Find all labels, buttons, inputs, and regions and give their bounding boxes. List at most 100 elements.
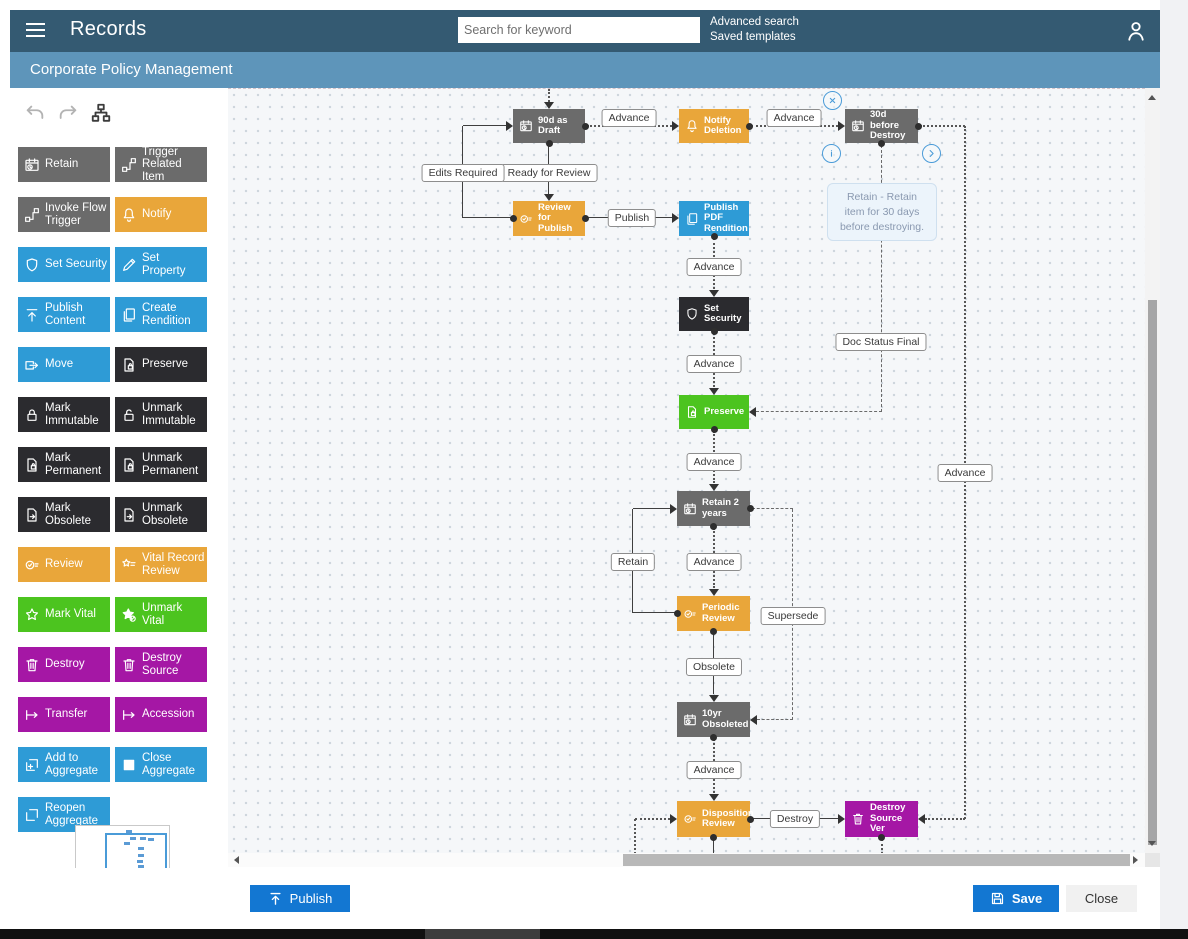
node-30d-before-destroy[interactable]: 30d before Destroy bbox=[845, 109, 918, 143]
port-dot[interactable] bbox=[710, 327, 718, 335]
palette-item-vital-record-review[interactable]: Vital Record Review bbox=[115, 547, 207, 582]
footer: Publish Save Close bbox=[10, 868, 1160, 929]
palette-item-mark-immutable[interactable]: Mark Immutable bbox=[18, 397, 110, 432]
palette-item-trigger-related-item[interactable]: Trigger Related Item bbox=[115, 146, 207, 183]
horizontal-scrollbar[interactable] bbox=[228, 853, 1145, 867]
shield-icon bbox=[24, 257, 40, 273]
horizontal-scroll-thumb[interactable] bbox=[623, 854, 1130, 866]
port-dot[interactable] bbox=[710, 425, 718, 433]
minimap-node-marker bbox=[138, 854, 144, 857]
header-links: Advanced search Saved templates bbox=[710, 15, 799, 45]
palette-item-review[interactable]: Review bbox=[18, 547, 110, 582]
palette-item-close-aggregate[interactable]: Close Aggregate bbox=[115, 747, 207, 782]
scroll-up-arrow[interactable] bbox=[1148, 91, 1156, 100]
node-preserve[interactable]: Preserve bbox=[679, 395, 749, 429]
port-dot[interactable] bbox=[545, 139, 553, 147]
minimap-node-marker bbox=[124, 842, 130, 845]
scroll-right-arrow[interactable] bbox=[1133, 856, 1142, 864]
info-circle-button[interactable] bbox=[822, 144, 841, 163]
palette-item-mark-vital[interactable]: Mark Vital bbox=[18, 597, 110, 632]
node-10yr-obsoleted[interactable]: 10yr Obsoleted bbox=[677, 702, 750, 737]
port-dot[interactable] bbox=[746, 505, 754, 512]
palette-item-unmark-obsolete[interactable]: Unmark Obsolete bbox=[115, 497, 207, 532]
palette-item-destroy[interactable]: Destroy bbox=[18, 647, 110, 682]
palette-item-accession[interactable]: Accession bbox=[115, 697, 207, 732]
port-dot[interactable] bbox=[746, 815, 754, 823]
minimap-node-marker bbox=[140, 837, 146, 840]
scroll-down-arrow[interactable] bbox=[1148, 841, 1156, 850]
palette-item-mark-permanent[interactable]: Mark Permanent bbox=[18, 447, 110, 482]
publish-button[interactable]: Publish bbox=[250, 885, 350, 912]
port-dot[interactable] bbox=[878, 139, 885, 147]
star-off-icon bbox=[121, 607, 137, 623]
review-icon bbox=[24, 557, 40, 573]
node-periodic-review[interactable]: Periodic Review bbox=[677, 596, 750, 631]
minimap-viewport[interactable] bbox=[105, 833, 167, 868]
edge-segment bbox=[752, 508, 793, 509]
edge-arrow bbox=[506, 121, 513, 131]
palette-item-invoke-flow-trigger[interactable]: Invoke Flow Trigger bbox=[18, 197, 110, 232]
port-dot[interactable] bbox=[581, 215, 589, 222]
palette-item-mark-obsolete[interactable]: Mark Obsolete bbox=[18, 497, 110, 532]
palette-item-move[interactable]: Move bbox=[18, 347, 110, 382]
port-dot[interactable] bbox=[878, 833, 885, 841]
port-dot[interactable] bbox=[710, 522, 717, 530]
port-dot[interactable] bbox=[581, 122, 589, 130]
minimap[interactable] bbox=[75, 825, 170, 868]
port-dot[interactable] bbox=[710, 833, 717, 841]
scroll-left-arrow[interactable] bbox=[230, 856, 239, 864]
page-lock-icon bbox=[121, 457, 137, 473]
port-dot[interactable] bbox=[745, 122, 753, 130]
undo-button[interactable] bbox=[24, 102, 46, 124]
port-dot[interactable] bbox=[710, 232, 718, 240]
palette-item-create-rendition[interactable]: Create Rendition bbox=[115, 297, 207, 332]
port-dot[interactable] bbox=[914, 122, 922, 130]
palette-item-unmark-immutable[interactable]: Unmark Immutable bbox=[115, 397, 207, 432]
palette-item-transfer[interactable]: Transfer bbox=[18, 697, 110, 732]
node-notify-deletion[interactable]: Notify Deletion bbox=[679, 109, 749, 143]
palette-item-preserve[interactable]: Preserve bbox=[115, 347, 207, 382]
edge-segment bbox=[881, 839, 883, 853]
close-button[interactable]: Close bbox=[1066, 885, 1137, 912]
palette-item-retain[interactable]: Retain bbox=[18, 147, 110, 182]
vertical-scrollbar[interactable] bbox=[1145, 88, 1160, 853]
node-publish-pdf-rendition[interactable]: Publish PDF Rendition bbox=[679, 201, 749, 236]
node-disposition-review[interactable]: Disposition Review bbox=[677, 801, 754, 837]
port-dot[interactable] bbox=[673, 610, 681, 617]
hierarchy-button[interactable] bbox=[90, 102, 112, 124]
vertical-scroll-thumb[interactable] bbox=[1148, 300, 1157, 845]
redo-button[interactable] bbox=[57, 102, 79, 124]
palette-item-set-security[interactable]: Set Security bbox=[18, 247, 110, 282]
box-plus-icon bbox=[24, 757, 40, 773]
retain-icon bbox=[683, 502, 697, 516]
save-button[interactable]: Save bbox=[973, 885, 1059, 912]
search-input[interactable] bbox=[458, 17, 700, 43]
close-circle-icon bbox=[826, 94, 839, 107]
node-retain-2-years[interactable]: Retain 2 years bbox=[677, 491, 750, 526]
palette-item-unmark-permanent[interactable]: Unmark Permanent bbox=[115, 447, 207, 482]
saved-templates-link[interactable]: Saved templates bbox=[710, 31, 796, 43]
advanced-search-link[interactable]: Advanced search bbox=[710, 16, 799, 28]
node-review-for-publish[interactable]: Review for Publish bbox=[513, 201, 585, 236]
chevron-right-circle-button[interactable] bbox=[922, 144, 941, 163]
port-dot[interactable] bbox=[710, 627, 717, 635]
palette-item-unmark-vital[interactable]: Unmark Vital bbox=[115, 597, 207, 632]
palette-item-publish-content[interactable]: Publish Content bbox=[18, 297, 110, 332]
port-dot[interactable] bbox=[710, 733, 717, 741]
menu-icon[interactable] bbox=[26, 23, 46, 39]
minimap-node-marker bbox=[126, 830, 132, 833]
app-title: Records bbox=[70, 18, 147, 40]
palette-item-destroy-source[interactable]: Destroy Source bbox=[115, 647, 207, 682]
close-circle-button[interactable] bbox=[823, 91, 842, 110]
node-90d-as-draft[interactable]: 90d as Draft bbox=[513, 109, 585, 143]
bell-icon bbox=[121, 207, 137, 223]
palette-item-add-to-aggregate[interactable]: Add to Aggregate bbox=[18, 747, 110, 782]
palette-item-notify[interactable]: Notify bbox=[115, 197, 207, 232]
user-icon[interactable] bbox=[1123, 18, 1149, 44]
node-set-security[interactable]: Set Security bbox=[679, 297, 749, 331]
port-dot[interactable] bbox=[509, 215, 517, 222]
palette-item-set-property[interactable]: Set Property bbox=[115, 247, 207, 282]
node-destroy-source-ver[interactable]: Destroy Source Ver bbox=[845, 801, 918, 837]
